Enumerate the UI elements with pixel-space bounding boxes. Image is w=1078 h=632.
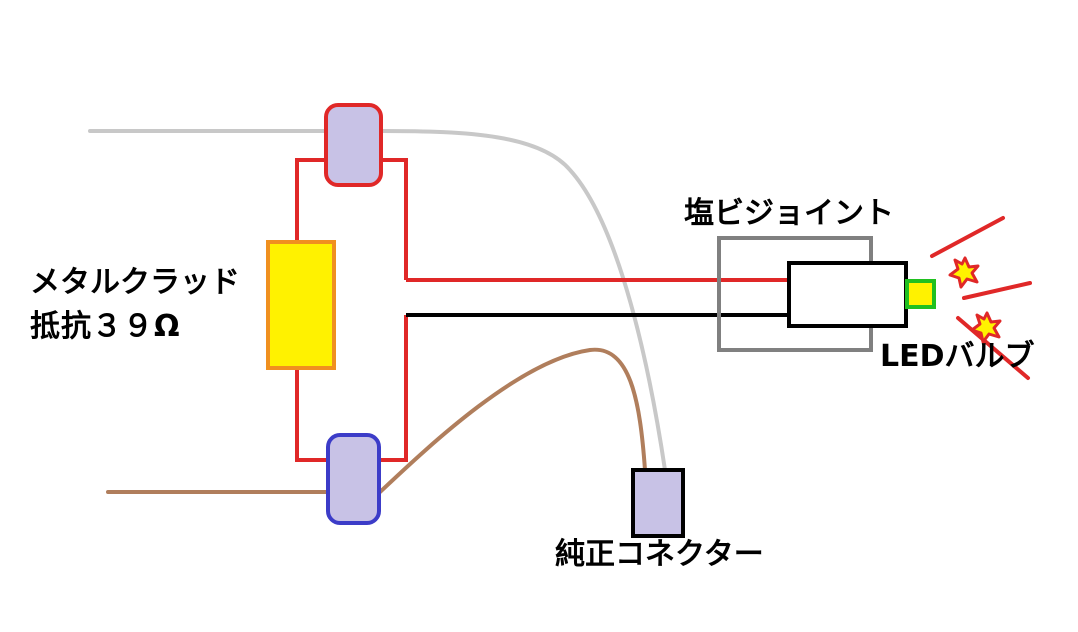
pvc-joint-label: 塩ビジョイント [684, 196, 894, 231]
led-bulb-label: LEDバルブ [880, 339, 1035, 374]
led-bulb-body [787, 261, 908, 328]
resistor-label-line1: メタルクラッド [30, 265, 240, 300]
metal-clad-resistor [266, 240, 336, 370]
oem-connector [631, 468, 685, 538]
light-rays [930, 216, 1032, 380]
led-bulb-tip [905, 279, 936, 309]
bottom-connector [326, 433, 381, 525]
spark-icon [948, 256, 980, 289]
red-wire-resistor-loop [295, 158, 408, 462]
gray-wire [88, 129, 667, 472]
spark-icon [970, 311, 1002, 344]
brown-wire [106, 347, 647, 494]
top-connector [324, 103, 383, 187]
resistor-label-line2: 抵抗３９Ω [30, 309, 181, 344]
oem-connector-label: 純正コネクター [555, 537, 764, 572]
